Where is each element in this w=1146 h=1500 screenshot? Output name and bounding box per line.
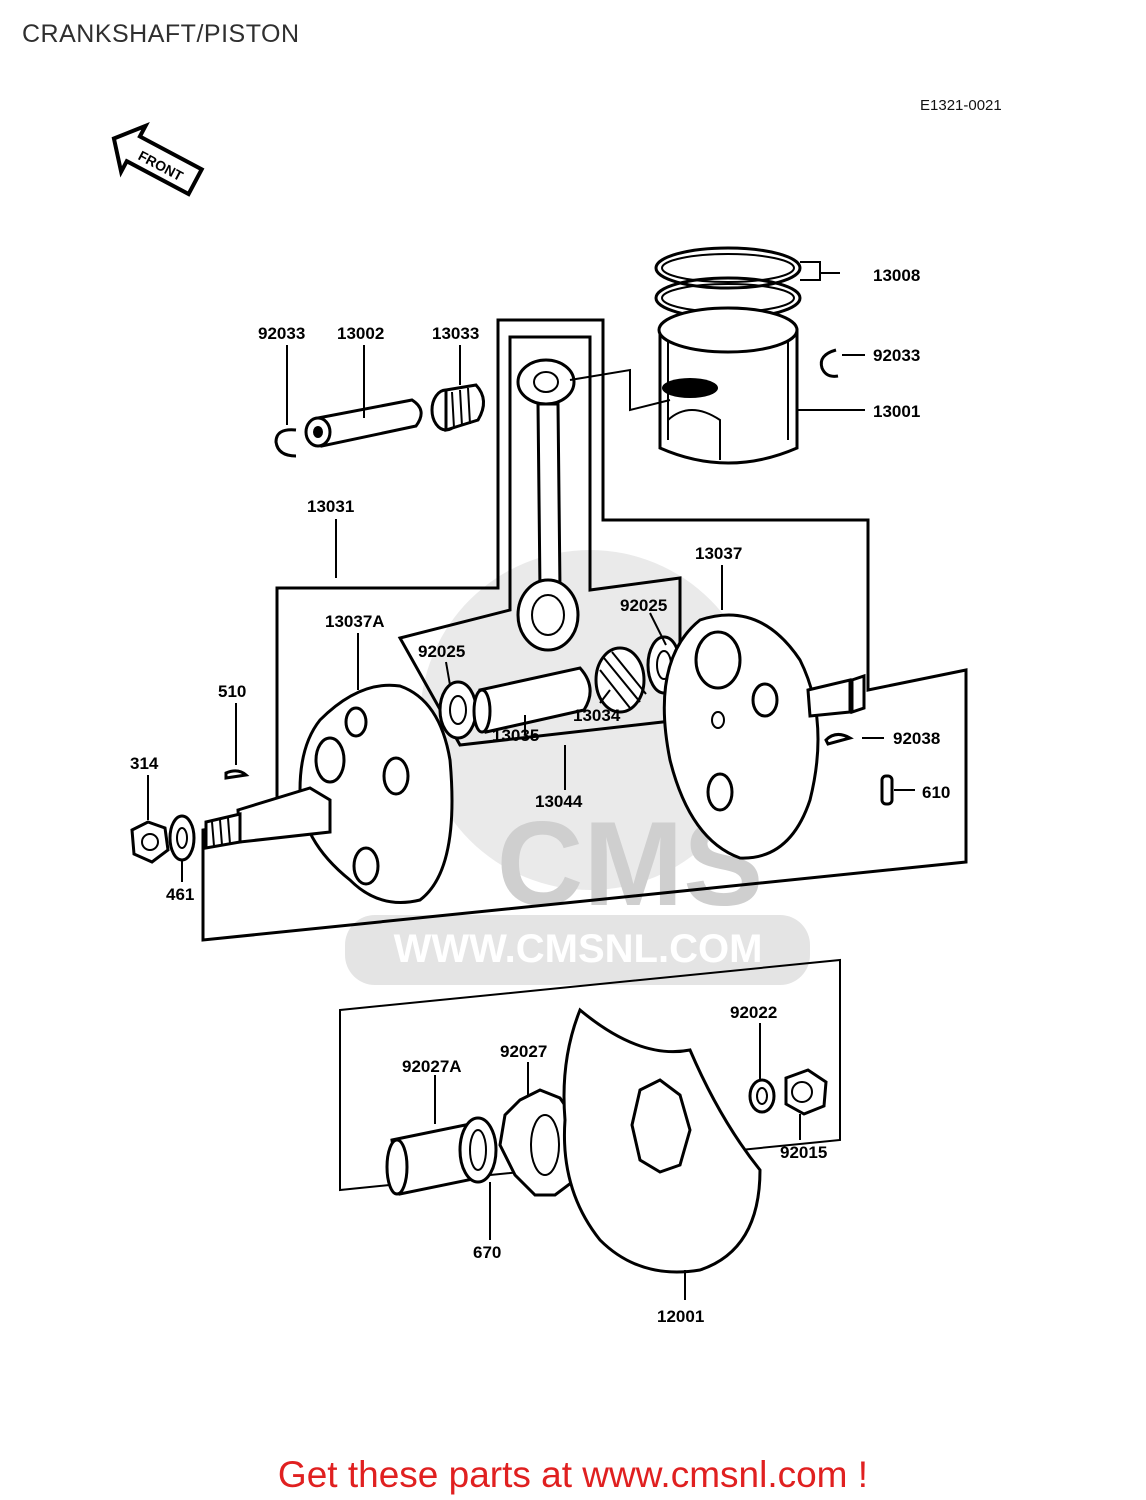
woodruff-key: [224, 769, 250, 780]
piston-pin: [304, 398, 423, 448]
label-13008: 13008: [873, 266, 920, 285]
key-92038: [824, 733, 854, 746]
label-13037A: 13037A: [325, 612, 385, 631]
plate-12001: [562, 1007, 762, 1274]
page-title: CRANKSHAFT/PISTON: [22, 20, 300, 48]
connector-line: [569, 368, 671, 412]
leader-lines: [147, 261, 915, 1300]
connecting-rod: [516, 358, 580, 652]
label-92022: 92022: [730, 1003, 777, 1022]
diagram-code: E1321-0021: [920, 97, 1002, 114]
label-13034: 13034: [573, 706, 621, 725]
crank-nut: [130, 814, 196, 864]
crank-pin-assembly: [438, 635, 682, 740]
circlip-left: [274, 428, 297, 458]
label-461: 461: [166, 885, 194, 904]
label-13037: 13037: [695, 544, 742, 563]
label-13033: 13033: [432, 324, 479, 343]
watermark-url: WWW.CMSNL.COM: [394, 927, 763, 971]
label-13031: 13031: [307, 497, 354, 516]
label-92015: 92015: [780, 1143, 827, 1162]
piston: [657, 306, 799, 465]
label-670: 670: [473, 1243, 501, 1262]
label-13001: 13001: [873, 402, 920, 421]
label-92027A: 92027A: [402, 1057, 462, 1076]
label-92025-right: 92025: [620, 596, 667, 615]
footer-cta[interactable]: Get these parts at www.cmsnl.com !: [277, 1454, 869, 1495]
front-arrow-icon: FRONT: [111, 121, 205, 197]
left-crank-half: [204, 683, 454, 904]
label-92027: 92027: [500, 1042, 547, 1061]
primary-gear-assembly: [385, 1088, 587, 1197]
part-labels: 13008 92033 13001 92033 13002 13033 1303…: [130, 266, 950, 1326]
label-92033-left: 92033: [258, 324, 305, 343]
label-92033-right: 92033: [873, 346, 920, 365]
label-13035: 13035: [492, 726, 539, 745]
small-end-bearing: [430, 383, 485, 433]
label-610: 610: [922, 783, 950, 802]
circlip-right: [819, 348, 839, 378]
label-314: 314: [130, 754, 159, 773]
label-510: 510: [218, 682, 246, 701]
label-13044: 13044: [535, 792, 583, 811]
exploded-parts-diagram: CMS WWW.CMSNL.COM FRONT: [111, 121, 968, 1326]
right-crank-half: [662, 613, 866, 860]
label-12001: 12001: [657, 1307, 704, 1326]
pin-610: [880, 774, 894, 806]
nut-washer-92015-92022: [748, 1068, 828, 1116]
label-92025-left: 92025: [418, 642, 465, 661]
piston-rings: [654, 246, 802, 320]
label-92038: 92038: [893, 729, 940, 748]
label-13002: 13002: [337, 324, 384, 343]
